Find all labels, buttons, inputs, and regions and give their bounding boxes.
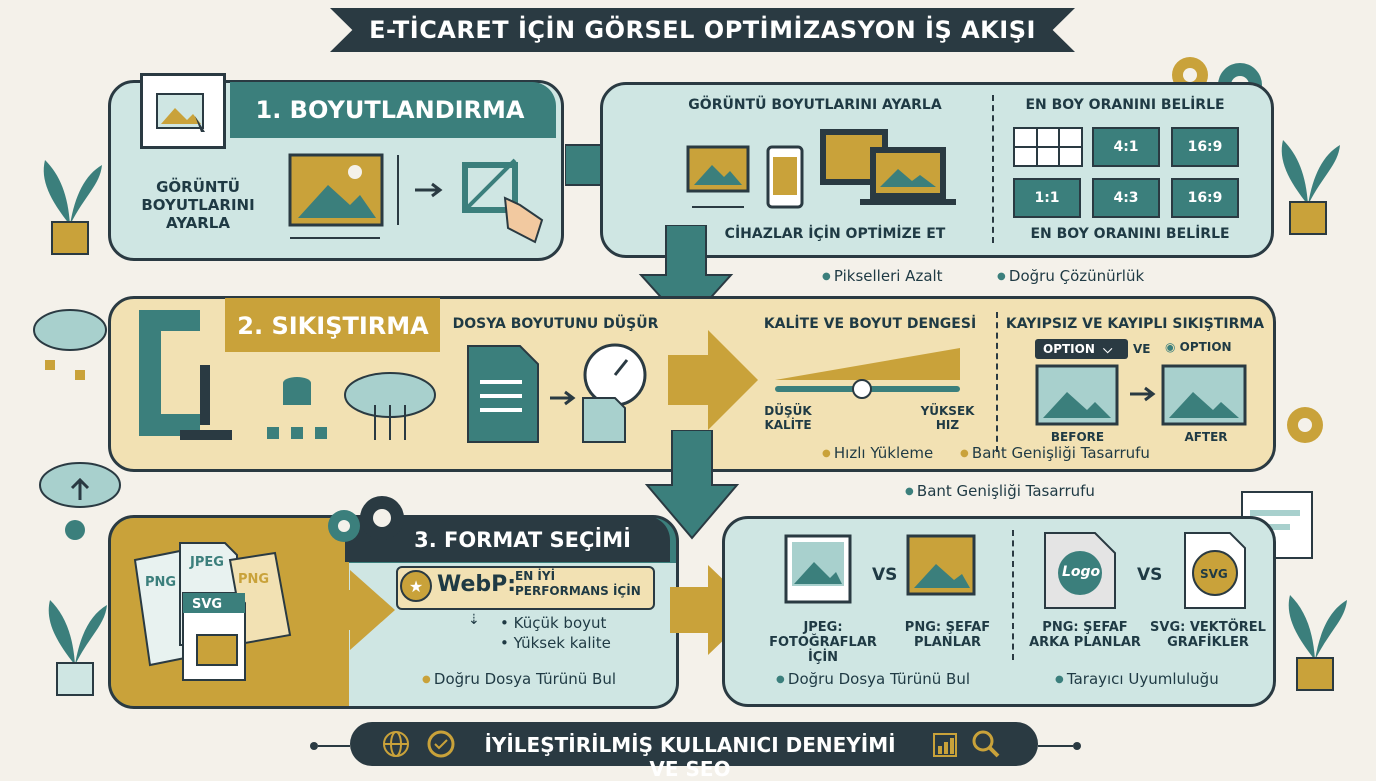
gear-icon	[1287, 407, 1323, 443]
ratio-16-9-b: 16:9	[1171, 178, 1239, 218]
footer-text: İYİLEŞTİRİLMİŞ KULLANICI DENEYİMİ VE SEO	[484, 733, 896, 781]
png-transparent-caption: PNG: ŞEFAF ARKA PLANLAR	[1029, 620, 1141, 650]
arrow-down-icon	[644, 430, 740, 540]
step2-heading: 2. SIKIŞTIRMA	[237, 312, 429, 340]
arrow-right-icon	[670, 565, 755, 655]
file-tag-svg: SVG	[192, 597, 223, 612]
option-text-2: OPTION	[1179, 340, 1232, 354]
step1-header-bar	[230, 82, 556, 138]
ratio-16-9: 16:9	[1171, 127, 1239, 167]
resize-illustration-icon	[288, 153, 544, 244]
webp-point-quality: • Yüksek kalite	[500, 634, 611, 652]
plant-icon	[1288, 595, 1347, 691]
device-header: GÖRÜNTÜ BOYUTLARINI AYARLA	[688, 97, 942, 113]
document-gauge-icon	[467, 343, 647, 443]
step1-heading: 1. BOYUTLANDIRMA	[255, 96, 525, 124]
webp-card	[396, 566, 655, 610]
bar-chart-icon	[933, 733, 957, 757]
step3-heading: 3. FORMAT SEÇİMİ	[414, 528, 631, 552]
footer-banner: İYİLEŞTİRİLMİŞ KULLANICI DENEYİMİ VE SEO	[350, 722, 1038, 781]
clamp-icon	[139, 310, 232, 440]
webp-point-small-text: Küçük boyut	[513, 614, 607, 632]
divider	[992, 95, 996, 243]
globe-icon	[383, 731, 409, 757]
svg-badge-text: SVG	[1200, 567, 1228, 581]
option-radio[interactable]: ◉ OPTION	[1165, 340, 1232, 354]
ratio-header: EN BOY ORANINI BELİRLE	[1025, 97, 1225, 113]
database-network-icon	[267, 372, 436, 440]
ve-label: VE	[1133, 342, 1151, 356]
grid-ratio-icon	[1013, 127, 1083, 167]
cloud-icon	[33, 309, 107, 380]
step1-window-icon	[140, 73, 226, 149]
webp-title: WebP:	[437, 572, 517, 597]
ratio-4-1: 4:1	[1092, 127, 1160, 167]
radio-icon: ◉	[1165, 340, 1176, 354]
plant-icon	[1281, 140, 1340, 235]
bullet-bandwidth-outside: Bant Genişliği Tasarrufu	[905, 482, 1095, 500]
ratio-4-3: 4:3	[1092, 178, 1160, 218]
png-caption: PNG: ŞEFAF PLANLAR	[904, 620, 991, 650]
plant-icon	[43, 160, 102, 255]
svg-text:★: ★	[409, 577, 423, 596]
device-caption: CİHAZLAR İÇİN OPTİMİZE ET	[724, 226, 946, 242]
low-quality-label: DÜŞÜK KALİTE	[764, 404, 812, 432]
bullet-file-type: Doğru Dosya Türünü Bul	[422, 670, 616, 688]
bullet-fast-load: Hızlı Yükleme	[822, 444, 933, 462]
step2-header-bar	[225, 298, 440, 352]
webp-point-quality-text: Yüksek kalite	[513, 634, 611, 652]
option-text: OPTION	[1043, 342, 1095, 356]
logo-svg-compare-icon	[1044, 532, 1246, 609]
lossless-label: KAYIPSIZ VE KAYIPLI SIKIŞTIRMA	[1005, 316, 1265, 332]
page-title: E-TİCARET İÇİN GÖRSEL OPTİMİZASYON İŞ AK…	[330, 8, 1075, 52]
before-after-icon	[1035, 364, 1247, 426]
arrow-right-icon	[310, 570, 395, 650]
file-tag-jpeg: JPEG	[190, 555, 224, 570]
plant-icon	[48, 600, 107, 696]
step1-left-label: GÖRÜNTÜ BOYUTLARINI AYARLA	[141, 178, 255, 232]
bullet-browser-compat: Tarayıcı Uyumluluğu	[1055, 670, 1219, 688]
option-dropdown[interactable]: OPTION ⌵	[1035, 339, 1128, 359]
photo-compare-icon	[784, 534, 976, 604]
bullet-resolution: Doğru Çözünürlük	[997, 267, 1144, 285]
footer-line	[1038, 745, 1073, 747]
magnifier-icon	[972, 730, 1000, 758]
arrow-right-icon	[668, 330, 758, 430]
divider	[1012, 530, 1016, 660]
divider	[996, 312, 1000, 452]
chevron-down-icon: ⌵	[1103, 342, 1113, 356]
gear-check-icon	[427, 730, 455, 758]
gears-icon	[328, 496, 404, 542]
file-stack-icon	[133, 542, 292, 681]
ratio-caption: EN BOY ORANINI BELİRLE	[1030, 226, 1230, 242]
high-speed-label: YÜKSEK HIZ	[920, 404, 975, 432]
cloud-upload-icon	[39, 462, 121, 540]
bullet-right-file-type: Doğru Dosya Türünü Bul	[776, 670, 970, 688]
bullet-pixels: Pikselleri Azalt	[822, 267, 943, 285]
webp-point-small: • Küçük boyut	[500, 614, 607, 632]
webp-subtitle: EN İYİ PERFORMANS İÇİN	[515, 569, 641, 598]
star-badge-icon: ★	[400, 570, 432, 602]
quality-slider	[775, 348, 960, 399]
bullet-bandwidth: Bant Genişliği Tasarrufu	[960, 444, 1150, 462]
svg-caption: SVG: VEKTÖREL GRAFİKLER	[1150, 620, 1266, 650]
before-label: BEFORE	[1050, 430, 1105, 444]
file-tag-png: PNG	[145, 575, 177, 590]
jpeg-caption: JPEG: FOTOĞRAFLAR İÇİN	[769, 620, 877, 665]
footer-line	[318, 745, 350, 747]
devices-icon	[686, 129, 956, 209]
balance-label: KALİTE VE BOYUT DENGESİ	[763, 316, 977, 332]
file-size-label: DOSYA BOYUTUNU DÜŞÜR	[452, 316, 659, 332]
after-label: AFTER	[1184, 430, 1228, 444]
footer-dot	[1073, 742, 1081, 750]
vs-label-1: VS	[872, 565, 898, 585]
arrow-down-small-icon: ⇣	[468, 612, 480, 628]
logo-text: Logo	[1062, 564, 1101, 580]
file-tag-png-2: PNG	[238, 572, 270, 587]
ratio-1-1: 1:1	[1013, 178, 1081, 218]
vs-label-2: VS	[1137, 565, 1163, 585]
footer-dot	[310, 742, 318, 750]
